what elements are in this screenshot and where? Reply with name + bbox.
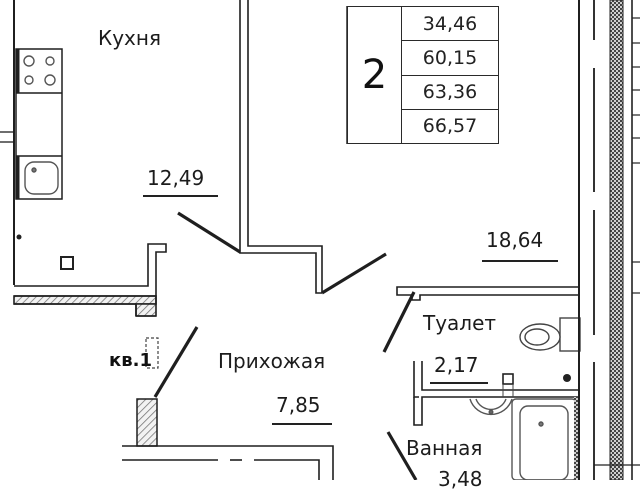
kitchen-bottom-wall xyxy=(13,243,167,317)
toilet-door-leaf xyxy=(382,291,416,353)
floor-plan-drawing xyxy=(0,0,640,480)
ventilation-shaft-icon xyxy=(60,256,74,270)
room-area-bathroom: 3,48 xyxy=(438,467,483,491)
entrance-marker-icon xyxy=(145,337,159,369)
toilet-bath-partition xyxy=(413,361,579,426)
room-name-hallway: Прихожая xyxy=(218,349,326,373)
entrance-door-leaf xyxy=(153,326,199,398)
kitchen-living-wall xyxy=(239,0,323,294)
area-underline-toilet xyxy=(430,382,488,384)
stove-icon xyxy=(23,55,56,86)
toilet-riser-icon xyxy=(502,373,514,385)
summary-area-living: 34,46 xyxy=(402,7,498,42)
exterior-right-wall xyxy=(578,0,640,480)
room-area-kitchen: 12,49 xyxy=(147,166,205,190)
living-bottom-wall xyxy=(396,286,579,301)
area-underline-living xyxy=(482,260,558,262)
area-underline-hallway xyxy=(272,423,332,425)
summary-area-total: 60,15 xyxy=(402,41,498,76)
living-door-leaf xyxy=(321,252,387,295)
rooms-count: 2 xyxy=(348,7,402,143)
area-underline-kitchen xyxy=(143,195,218,197)
bathtub-icon xyxy=(511,398,577,480)
room-area-living: 18,64 xyxy=(486,228,544,252)
toilet-fixture-icon xyxy=(519,317,581,352)
area-summary-list: 34,46 60,15 63,36 66,57 xyxy=(402,7,498,143)
apartment-label: кв.1 xyxy=(109,350,152,371)
bathroom-door-leaf xyxy=(386,431,418,480)
room-name-toilet: Туалет xyxy=(423,311,497,335)
room-area-toilet: 2,17 xyxy=(434,353,479,377)
outlet-dot xyxy=(16,234,22,240)
room-name-bathroom: Ванная xyxy=(406,436,483,460)
kitchen-left-wall xyxy=(0,0,15,285)
area-summary-table: 2 34,46 60,15 63,36 66,57 xyxy=(347,6,499,144)
summary-area-with-balcony-full: 66,57 xyxy=(422,115,478,138)
room-name-kitchen: Кухня xyxy=(98,26,161,50)
corridor-walls xyxy=(122,445,334,480)
drain-icon xyxy=(563,374,571,382)
entrance-wall-column xyxy=(136,398,158,447)
kitchen-counter xyxy=(15,48,63,200)
kitchen-door-leaf xyxy=(177,211,241,254)
summary-area-with-balcony-reduced: 63,36 xyxy=(402,76,498,110)
kitchen-sink-icon xyxy=(24,161,59,195)
room-area-hallway: 7,85 xyxy=(276,393,321,417)
bath-wall-hatch xyxy=(574,397,579,480)
bath-sink-icon xyxy=(469,398,513,416)
